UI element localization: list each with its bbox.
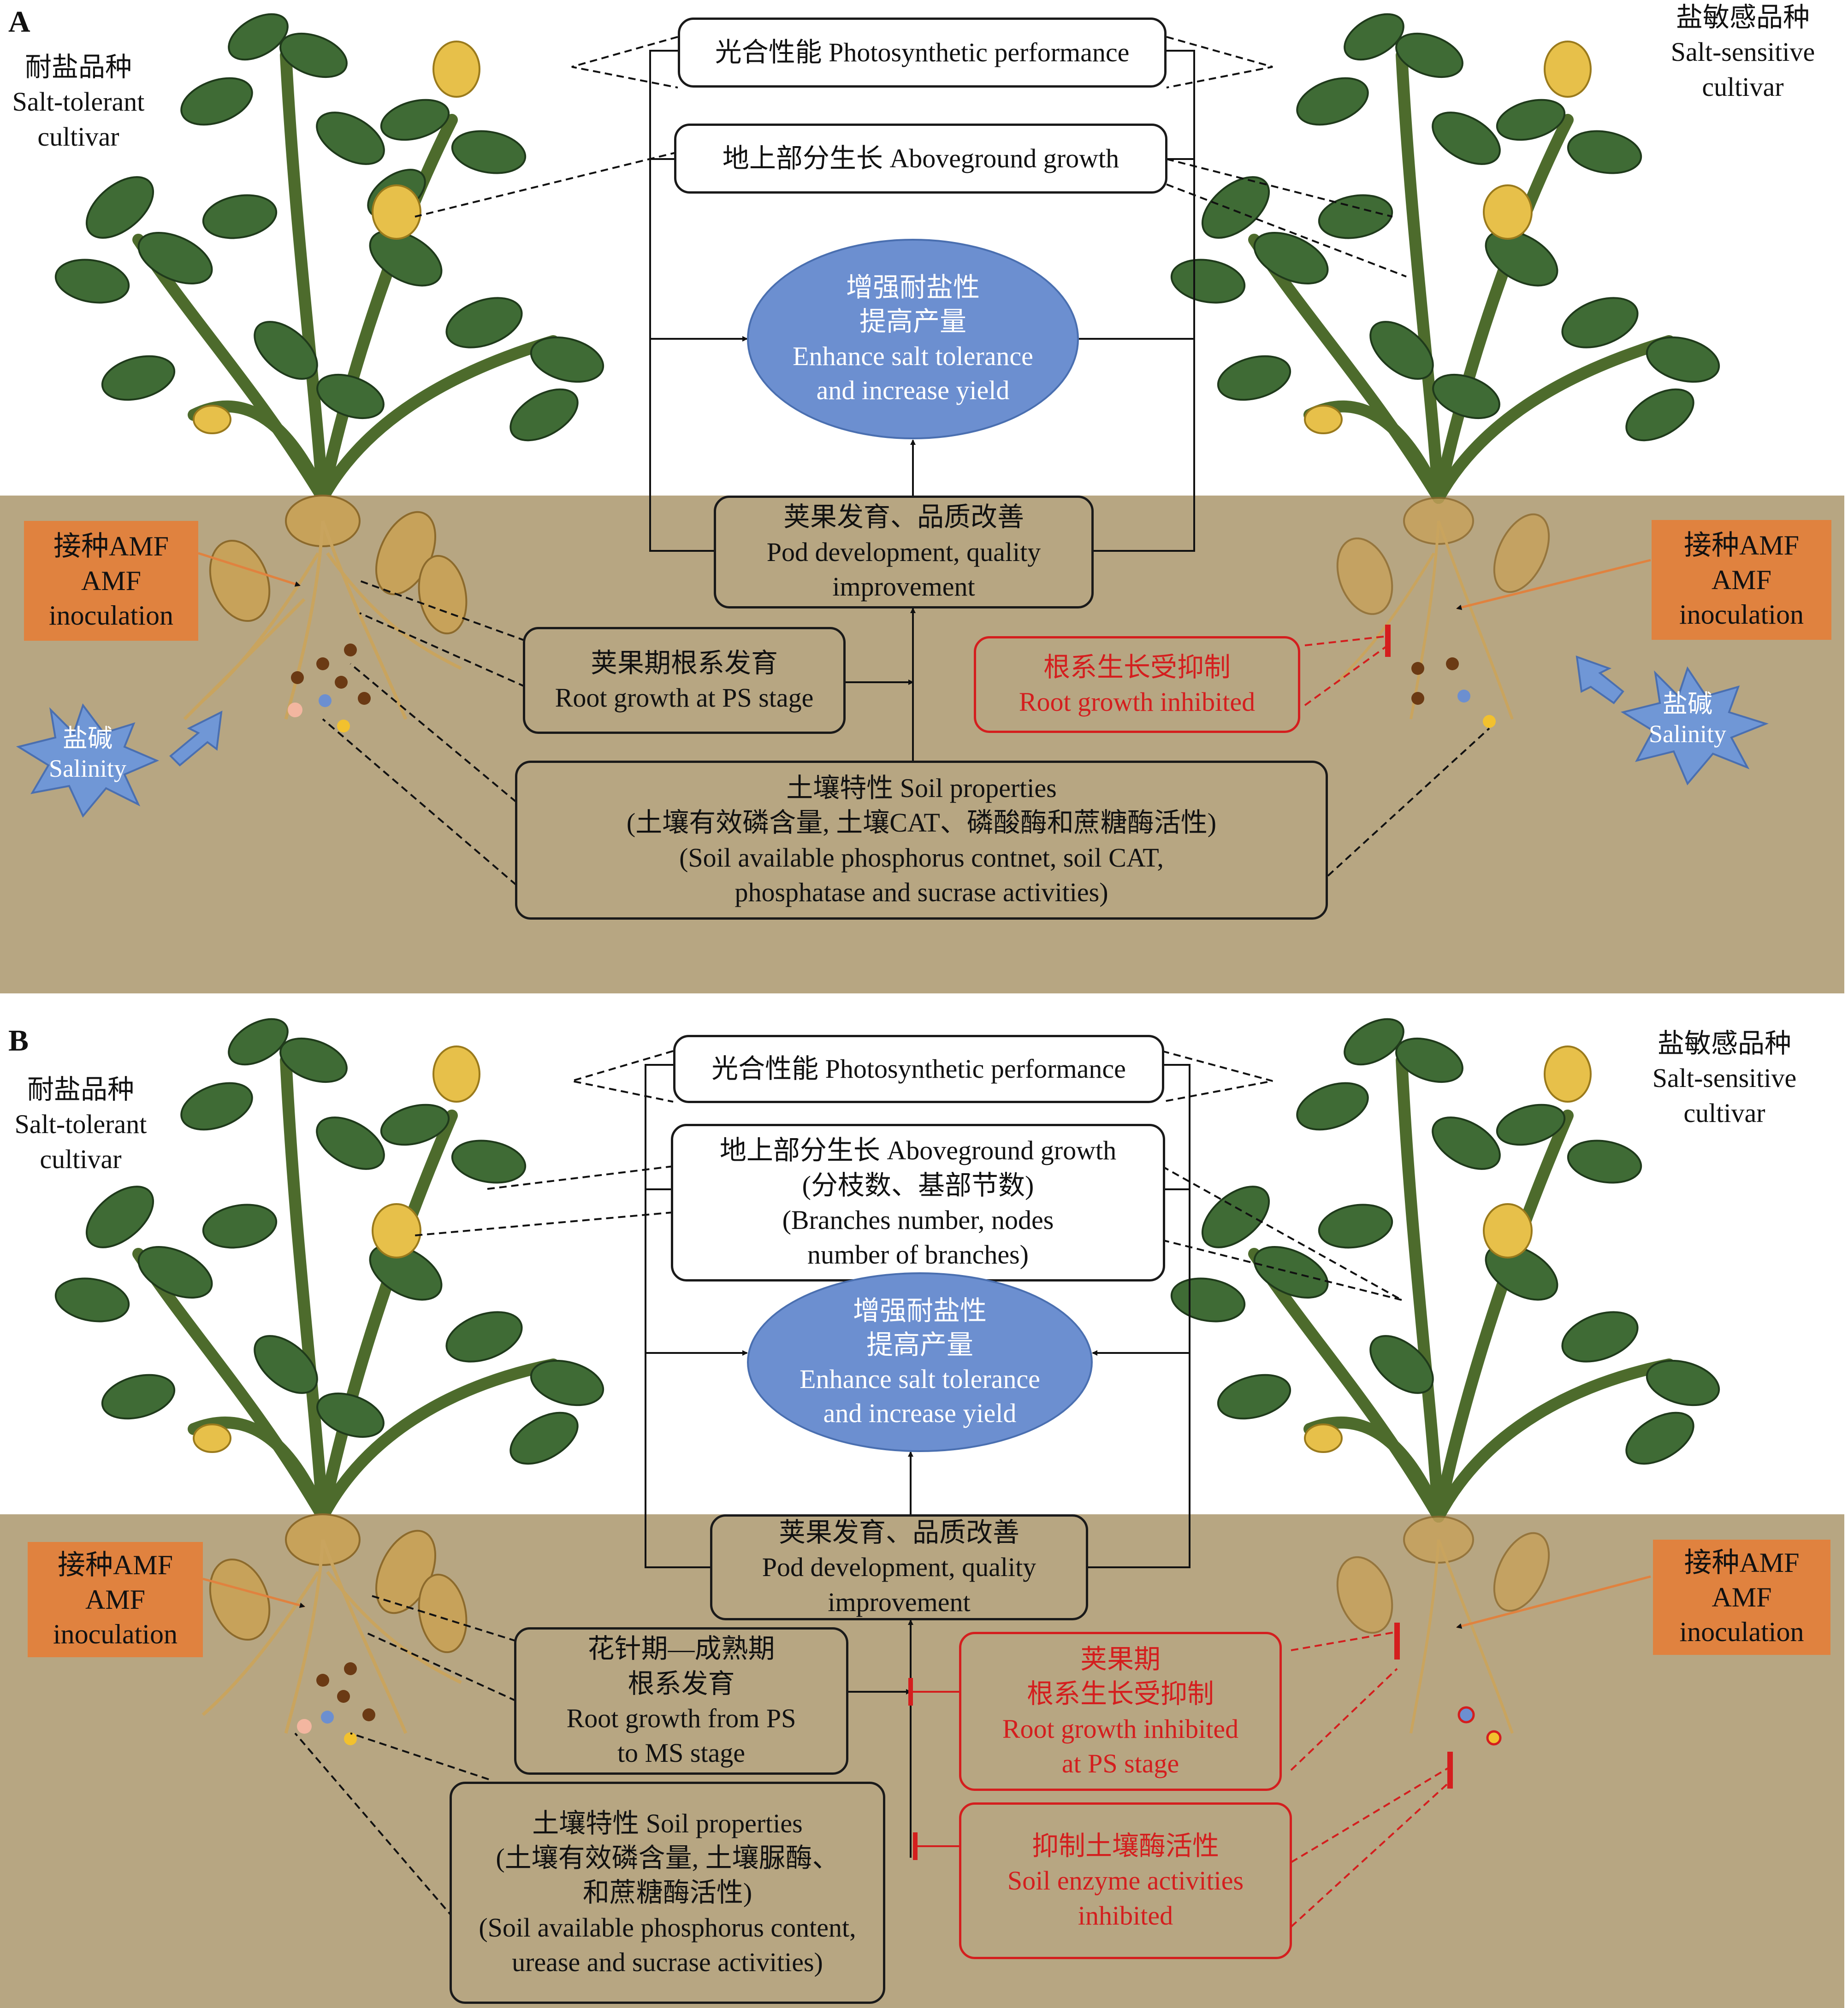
panel-label: B bbox=[8, 1024, 29, 1057]
panel-a-graphics bbox=[16, 13, 1769, 886]
aboveground-growth-box: 地上部分生长 Aboveground growth (分枝数、基部节数) (Br… bbox=[671, 1124, 1165, 1282]
panel-label: A bbox=[8, 5, 30, 39]
salinity-star-icon bbox=[16, 666, 1769, 818]
pod-development-box: 荚果发育、品质改善 Pod development, quality impro… bbox=[714, 496, 1094, 608]
soil-properties-box: 土壤特性 Soil properties (土壤有效磷含量, 土壤CAT、磷酸酶… bbox=[515, 761, 1328, 920]
enhance-salt-tolerance-ellipse: 增强耐盐性 提高产量 Enhance salt tolerance and in… bbox=[747, 239, 1079, 439]
panel-b: B 耐盐品种 Salt-tolerant cultivar 盐敏感品种 Salt… bbox=[0, 1014, 1848, 2008]
amf-inoculation-right-box: 接种AMF AMF inoculation bbox=[1653, 1540, 1830, 1655]
root-growth-ps-box: 荚果期根系发育 Root growth at PS stage bbox=[523, 627, 846, 734]
amf-inoculation-right-box: 接种AMF AMF inoculation bbox=[1652, 520, 1831, 640]
soil-properties-box: 土壤特性 Soil properties (土壤有效磷含量, 土壤脲酶、 和蔗糖… bbox=[450, 1782, 885, 2004]
root-growth-ps-ms-box: 花针期—成熟期 根系发育 Root growth from PS to MS s… bbox=[514, 1627, 848, 1775]
enhance-salt-tolerance-ellipse: 增强耐盐性 提高产量 Enhance salt tolerance and in… bbox=[747, 1272, 1093, 1452]
panel-a: A 耐盐品种 Salt-tolerant cultivar 盐敏感品种 Salt… bbox=[0, 0, 1848, 996]
root-growth-inhibited-box: 根系生长受抑制 Root growth inhibited bbox=[974, 636, 1300, 733]
salt-sensitive-cultivar-label: 盐敏感品种 Salt-sensitive cultivar bbox=[1670, 2, 1815, 102]
peanut-plant-left bbox=[54, 1018, 604, 1745]
soil-enzyme-inhibited-box: 抑制土壤酶活性 Soil enzyme activities inhibited bbox=[959, 1802, 1292, 1959]
peanut-plant-right bbox=[1170, 13, 1720, 728]
photosynthetic-performance-box: 光合性能 Photosynthetic performance bbox=[678, 18, 1167, 88]
salt-tolerant-cultivar-label: 耐盐品种 Salt-tolerant cultivar bbox=[12, 52, 145, 152]
salt-tolerant-cultivar-label: 耐盐品种 Salt-tolerant cultivar bbox=[14, 1075, 147, 1174]
panel-b-graphics bbox=[54, 1018, 1720, 1928]
pod-development-box: 荚果发育、品质改善 Pod development, quality impro… bbox=[710, 1514, 1088, 1620]
block-arrow-icon bbox=[169, 656, 1624, 767]
salt-sensitive-cultivar-label: 盐敏感品种 Salt-sensitive cultivar bbox=[1652, 1028, 1797, 1128]
salinity-label-right: 盐碱 Salinity bbox=[1648, 690, 1726, 748]
amf-inoculation-left-box: 接种AMF AMF inoculation bbox=[24, 521, 198, 641]
salinity-label-left: 盐碱 Salinity bbox=[48, 725, 126, 782]
root-growth-inhibited-box: 荚果期 根系生长受抑制 Root growth inhibited at PS … bbox=[959, 1632, 1282, 1791]
photosynthetic-performance-box: 光合性能 Photosynthetic performance bbox=[673, 1035, 1164, 1103]
amf-inoculation-left-box: 接种AMF AMF inoculation bbox=[28, 1542, 203, 1657]
aboveground-growth-box: 地上部分生长 Aboveground growth bbox=[674, 124, 1167, 194]
